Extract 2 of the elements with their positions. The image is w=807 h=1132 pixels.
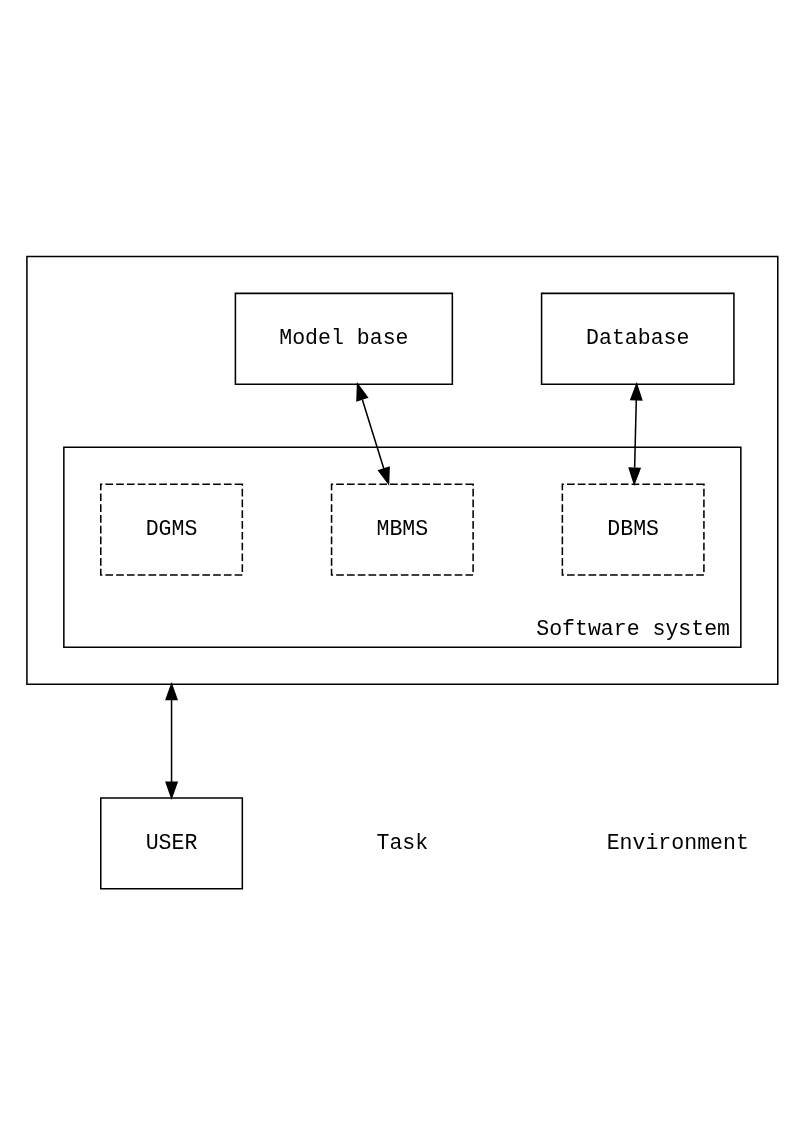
label: Task xyxy=(376,830,429,855)
label: Environment xyxy=(606,830,749,855)
